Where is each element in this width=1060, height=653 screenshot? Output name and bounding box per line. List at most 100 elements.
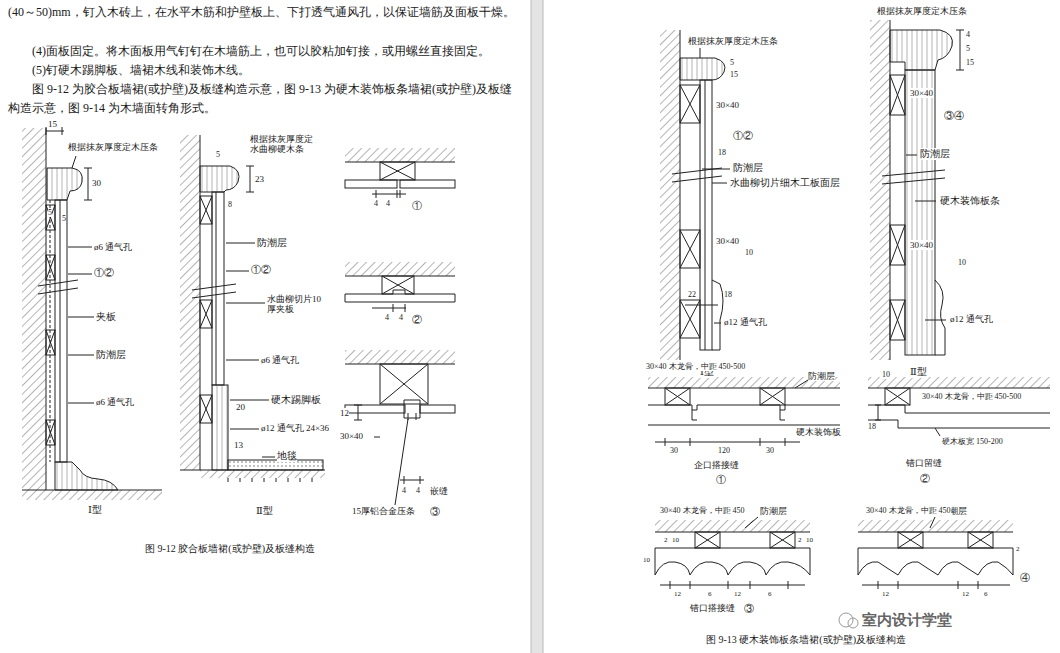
- dimension: 12: [734, 590, 741, 598]
- callout-label: 根据抹灰厚度定木压条: [688, 36, 778, 46]
- body-text: (4)面板固定。将木面板用气钉钉在木墙筋上，也可以胶粘加钉接，或用螺丝直接固定。: [8, 42, 523, 61]
- dimension: 30: [670, 446, 678, 455]
- dimension: 120: [718, 446, 730, 455]
- callout-label: 地毯: [277, 450, 297, 462]
- callout-label: 15厚铝合金压条: [352, 506, 415, 516]
- callout-number: ①: [716, 474, 726, 486]
- callout-label: 30×40 木龙骨，中距 450: [660, 506, 745, 515]
- dimension: 2: [664, 536, 668, 544]
- callout-label: 硬木板宽 150-200: [942, 437, 1003, 446]
- watermark: 室内设计学堂: [862, 612, 952, 629]
- callout-label: 根据抹灰厚度定水曲柳硬木条: [250, 134, 318, 155]
- dimension: 30×40: [910, 88, 933, 98]
- callout-number: ②: [412, 314, 422, 326]
- dimension: 23: [255, 174, 264, 184]
- dimension: 30×40: [716, 236, 739, 246]
- dimension: 20: [236, 402, 245, 412]
- callout-label: ø6 通气孔: [96, 397, 134, 407]
- body-text: (5)钉硬木踢脚板、墙裙木线和装饰木线。: [8, 61, 523, 80]
- callout-label: ø12 通气孔: [950, 314, 993, 324]
- dimension: 6: [984, 590, 988, 598]
- body-text: (40～50)mm，钉入木砖上，在水平木筋和护壁板上、下打透气通风孔，以保证墙筋…: [8, 3, 523, 22]
- dimension: 4: [385, 313, 389, 322]
- dimension: 2: [798, 536, 802, 544]
- dimension: 18: [868, 422, 876, 431]
- callout-number: ①: [412, 200, 422, 212]
- callout-label: ø6 通气孔: [261, 355, 299, 365]
- dimension: 12: [340, 408, 349, 418]
- dimension: 30×40: [910, 240, 933, 250]
- dimension: 4: [374, 199, 378, 208]
- dimension: 5: [966, 44, 970, 53]
- dimension: 5: [216, 150, 220, 159]
- callout-label: 水曲柳切片细木工板面层: [730, 177, 840, 189]
- dimension: 8: [228, 200, 232, 209]
- callout-label: 防潮层: [920, 148, 950, 160]
- dimension: 18: [718, 148, 726, 157]
- callout-label: ø12 通气孔: [724, 317, 767, 327]
- callout-label: ø12 通气孔 24×36: [261, 423, 329, 433]
- callout-label: 夹板: [96, 311, 116, 323]
- callout-number: ①②: [733, 130, 753, 142]
- dimension: 5: [62, 214, 66, 223]
- callout-label: 30×40 木龙骨，中距 450-500: [922, 392, 1021, 401]
- dimension: 4: [402, 486, 406, 495]
- dimension: 4: [399, 313, 403, 322]
- dimension: 22: [688, 290, 696, 299]
- callout-label: 防潮层: [733, 162, 763, 174]
- caption-label: 企口搭接缝: [694, 460, 739, 470]
- dimension: 15: [966, 58, 974, 67]
- dimension: 6: [708, 590, 712, 598]
- dimension: 18: [724, 290, 732, 299]
- dimension: 30×40: [340, 431, 363, 441]
- dimension: 5: [730, 58, 734, 67]
- dimension: 10: [958, 258, 966, 267]
- callout-label: 硬木踢脚板: [271, 394, 321, 406]
- callout-label: 根据抹灰厚度定木压条: [68, 142, 158, 152]
- callout-label: 防潮层: [808, 371, 835, 381]
- callout-label: 硬木装饰板: [796, 427, 841, 437]
- callout-label: 嵌缝: [430, 486, 448, 496]
- type-label: Ⅰ型: [88, 504, 102, 516]
- dimension: 4: [416, 486, 420, 495]
- dimension: 10: [672, 536, 679, 544]
- callout-number: ①②: [251, 264, 271, 276]
- dimension: 10: [745, 248, 753, 257]
- figure-caption: 图 9-13 硬木装饰板条墙裙(或护壁)及板缝构造: [706, 634, 906, 646]
- type-label: Ⅱ型: [256, 505, 273, 517]
- type-label: Ⅱ型: [910, 366, 927, 378]
- callout-label: 防潮层: [96, 349, 126, 361]
- callout-number: ③④: [944, 110, 964, 122]
- dimension: 4: [386, 199, 390, 208]
- dimension: 30×40: [716, 100, 739, 110]
- dimension: 4: [966, 30, 970, 39]
- dimension: 12: [674, 590, 681, 598]
- callout-label: 30×40 木龙骨，中距 450: [866, 506, 951, 515]
- callout-label: 根据抹灰厚度定木压条: [877, 6, 967, 16]
- callout-number: ②: [920, 473, 930, 485]
- callout-label: 硬木装饰板条: [940, 195, 1000, 207]
- dimension: 10: [882, 370, 890, 379]
- caption-label: 错口留缝: [906, 458, 942, 468]
- dimension: 10: [806, 536, 813, 544]
- callout-label: 30×40 木龙骨，中距 450-500: [646, 362, 745, 371]
- figure-caption: 图 9-12 胶合板墙裙(或护壁)及板缝构造: [145, 543, 315, 555]
- callout-label: 防潮层: [257, 237, 287, 249]
- dimension: 5: [48, 208, 52, 217]
- callout-number: ③: [744, 603, 754, 615]
- dimension: 15: [48, 119, 57, 129]
- dimension: 30: [92, 178, 101, 188]
- dimension: 10: [643, 556, 650, 564]
- caption-label: 错口搭接缝: [690, 603, 735, 613]
- dimension: 2: [1016, 545, 1020, 553]
- dimension: 30: [766, 446, 774, 455]
- callout-number: ③: [430, 506, 440, 518]
- callout-number: ④: [1020, 572, 1030, 584]
- dimension: 12: [882, 590, 889, 598]
- callout-label: 防潮层: [760, 506, 787, 516]
- body-text: 图 9-12 为胶合板墙裙(或护壁)及板缝构造示意，图 9-13 为硬木装饰板条…: [8, 80, 523, 118]
- dimension: 12: [962, 590, 969, 598]
- callout-label: ø6 通气孔: [94, 242, 132, 252]
- dimension: 13: [234, 440, 243, 450]
